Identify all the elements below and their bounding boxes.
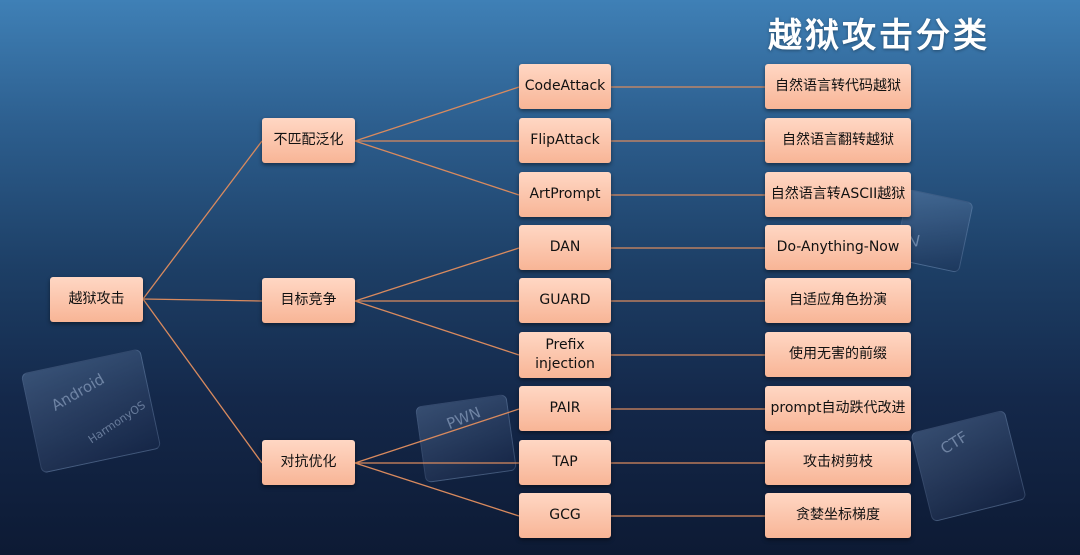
connector-cat1-m1 (354, 86, 520, 142)
method-node-artprompt: ArtPrompt (519, 172, 611, 217)
connector-cat2-m1 (354, 247, 520, 302)
page-title: 越狱攻击分类 (768, 16, 990, 56)
connector-cat1-m3 (354, 140, 520, 196)
method-node-gcg: GCG (519, 493, 611, 538)
category-node-mismatch-generalization: 不匹配泛化 (262, 118, 355, 163)
root-node: 越狱攻击 (50, 277, 143, 322)
description-node-prefix-injection: 使用无害的前缀 (765, 332, 911, 377)
method-node-prefix-injection: Prefix injection (519, 332, 611, 378)
description-node-pair: prompt自动跌代改进 (765, 386, 911, 431)
connector-root-cat1 (142, 140, 263, 300)
connector-cat3-m1 (354, 408, 520, 464)
description-node-tap: 攻击树剪枝 (765, 440, 911, 485)
description-node-artprompt: 自然语言转ASCII越狱 (765, 172, 911, 217)
category-node-adversarial-optimization: 对抗优化 (262, 440, 355, 485)
description-node-flipattack: 自然语言翻转越狱 (765, 118, 911, 163)
method-node-guard: GUARD (519, 278, 611, 323)
method-node-pair: PAIR (519, 386, 611, 431)
category-node-competing-objectives: 目标竞争 (262, 278, 355, 323)
connector-root-cat3 (142, 298, 263, 464)
description-node-gcg: 贪婪坐标梯度 (765, 493, 911, 538)
method-node-tap: TAP (519, 440, 611, 485)
method-node-codeattack: CodeAttack (519, 64, 611, 109)
connector-root-cat2 (142, 298, 263, 302)
connector-cat2-m3 (354, 300, 520, 356)
method-node-dan: DAN (519, 225, 611, 270)
description-node-guard: 自适应角色扮演 (765, 278, 911, 323)
description-node-codeattack: 自然语言转代码越狱 (765, 64, 911, 109)
connector-cat3-m3 (354, 462, 520, 517)
description-node-dan: Do-Anything-Now (765, 225, 911, 270)
method-node-flipattack: FlipAttack (519, 118, 611, 163)
